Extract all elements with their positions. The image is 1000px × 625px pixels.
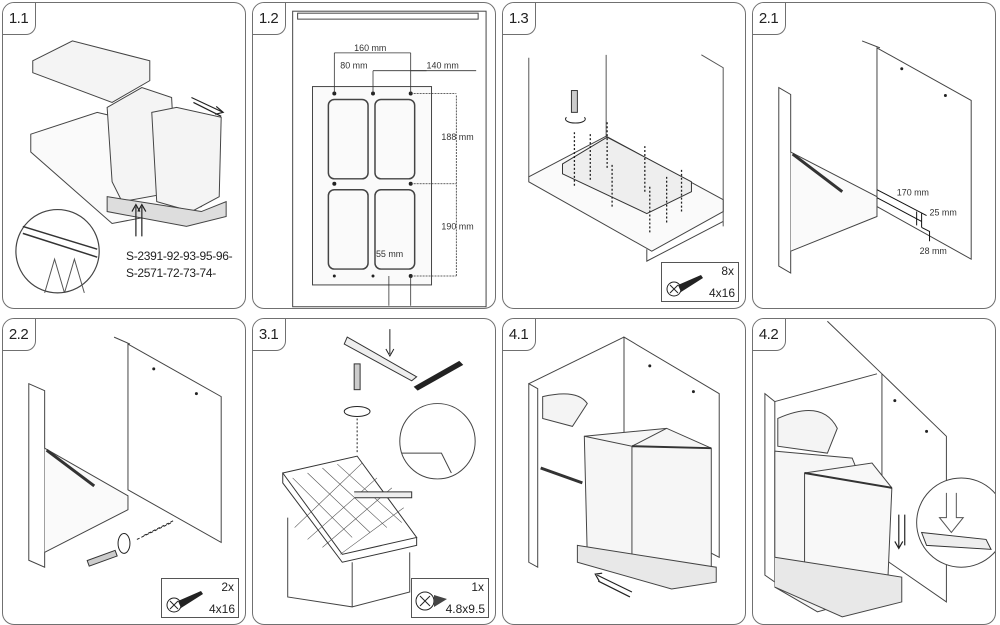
- dimension-label: 28 mm: [920, 246, 947, 256]
- dimension-label: 140 mm: [427, 61, 459, 71]
- pullout-bin-illustration: [15, 40, 227, 294]
- screw-size: 4.8x9.5: [445, 602, 485, 616]
- lid-shape: [32, 40, 151, 103]
- step-label: 1.3: [503, 3, 536, 35]
- step-label: 4.1: [503, 319, 536, 351]
- screw-size: 4x16: [208, 602, 235, 616]
- dimension-label: 170 mm: [897, 188, 929, 198]
- dimension-label: 190 mm: [441, 221, 473, 231]
- step-label: 2.1: [753, 3, 786, 35]
- step-label: 4.2: [753, 319, 786, 351]
- rail-shape: [106, 196, 227, 227]
- bracket-bar: [413, 360, 464, 391]
- step-panel-1-1: 1.1 S-2391-92-93-95-96- S-2571-72-73-74-: [2, 2, 246, 309]
- lid-bracket-assembly-illustration: [281, 329, 476, 608]
- step-panel-1-3: 1.3 8x 4x16: [502, 2, 746, 309]
- bin-front: [151, 106, 222, 213]
- step-label: 1.1: [3, 3, 36, 35]
- door-clip-attachment-illustration: [764, 320, 995, 618]
- door-bracket-screwing-illustration: [28, 336, 222, 568]
- step-panel-1-2: 1.2 160 mm 80 mm 140 mm 188 mm 190 mm 55…: [252, 2, 496, 309]
- push-arrow-icon: [44, 257, 85, 294]
- step-panel-3-1: 3.1 1x 4.8x9.5: [252, 318, 496, 625]
- dimension-label: 25 mm: [930, 208, 957, 218]
- step-label: 1.2: [253, 3, 286, 35]
- screw-quantity: 8x: [721, 264, 734, 278]
- screwdriver-icon: [353, 363, 361, 391]
- screw-icon: [166, 591, 203, 613]
- step-panel-2-2: 2.2 2x 4x16: [2, 318, 246, 625]
- screw-quantity: 1x: [471, 580, 484, 594]
- screw-spec-box: 2x 4x16: [161, 578, 239, 618]
- rotate-icon: [343, 406, 371, 417]
- down-arrow-icon: [385, 329, 395, 357]
- step-panel-2-1: 2.1 170 mm 25 mm 28 mm: [752, 2, 996, 309]
- screw-spec-box: 8x 4x16: [661, 262, 739, 302]
- bin-insertion-illustration: [528, 336, 720, 598]
- detail-circle: [15, 208, 100, 294]
- screw-spec-box: 1x 4.8x9.5: [411, 578, 489, 618]
- screw-size: 4x16: [708, 286, 735, 300]
- rotate-icon: [117, 532, 131, 554]
- up-arrow-icon: [131, 203, 147, 237]
- bracket-shape: [343, 336, 418, 382]
- screw-icon: [415, 591, 447, 611]
- press-arrow-icon: [938, 492, 965, 534]
- dimension-label: 160 mm: [354, 43, 386, 53]
- step-label: 2.2: [3, 319, 36, 351]
- model-code: S-2391-92-93-95-96-: [126, 249, 233, 263]
- push-in-arrow-icon: [594, 572, 633, 598]
- screwdriver-icon: [86, 549, 118, 567]
- detail-circle: [399, 403, 476, 480]
- screwdriver-icon: [570, 90, 578, 113]
- model-codes: S-2391-92-93-95-96- S-2571-72-73-74-: [126, 248, 233, 282]
- frame-screwing-illustration: [528, 54, 724, 262]
- step-panel-4-1: 4.1: [502, 318, 746, 625]
- step-panel-4-2: 4.2: [752, 318, 996, 625]
- step-label: 3.1: [253, 319, 286, 351]
- model-code: S-2571-72-73-74-: [126, 266, 216, 280]
- down-arrow-icon: [894, 514, 906, 550]
- door-measurement-diagram: 170 mm 25 mm 28 mm: [778, 40, 972, 274]
- dimension-label: 80 mm: [340, 61, 367, 71]
- screw-quantity: 2x: [221, 580, 234, 594]
- rotate-icon: [565, 116, 586, 124]
- direction-arrow-icon: [191, 96, 225, 117]
- dimension-label: 188 mm: [441, 132, 473, 142]
- dimension-label: 55 mm: [376, 249, 403, 259]
- screw-icon: [666, 275, 703, 297]
- base-plate-dimensions-diagram: 160 mm 80 mm 140 mm 188 mm 190 mm 55 mm: [292, 10, 487, 308]
